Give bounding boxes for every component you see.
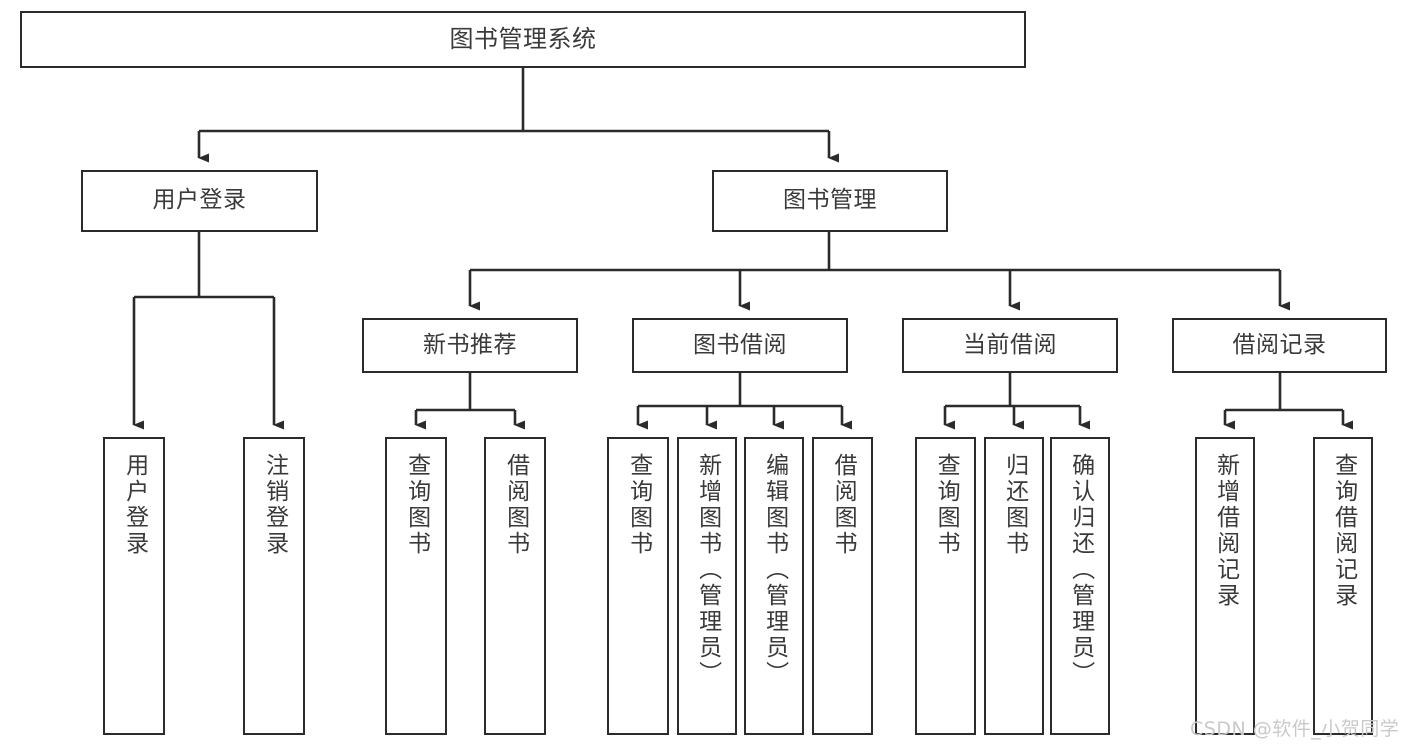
node-leaf-edit-book-label: 编辑图书（管理员） <box>761 453 788 687</box>
node-leaf-query-book-2-label: 查询图书 <box>625 453 652 557</box>
node-leaf-confirm-return-label: 确认归还（管理员） <box>1067 453 1094 687</box>
node-leaf-add-record-label: 新增借阅记录 <box>1212 453 1239 609</box>
node-leaf-user-login[interactable]: 用户登录 <box>103 437 165 735</box>
node-borrow-record-label: 借阅记录 <box>1232 331 1327 358</box>
node-leaf-query-book-1-label: 查询图书 <box>403 453 430 557</box>
node-leaf-query-book-2[interactable]: 查询图书 <box>607 437 669 735</box>
node-leaf-logout[interactable]: 注销登录 <box>243 437 305 735</box>
node-leaf-query-book-1[interactable]: 查询图书 <box>385 437 447 735</box>
node-user-login[interactable]: 用户登录 <box>81 170 318 232</box>
node-leaf-return-book[interactable]: 归还图书 <box>984 437 1044 735</box>
node-new-book-recommend-label: 新书推荐 <box>423 331 517 358</box>
node-leaf-query-book-3-label: 查询图书 <box>933 453 960 557</box>
node-leaf-add-record[interactable]: 新增借阅记录 <box>1195 437 1255 735</box>
node-book-manage[interactable]: 图书管理 <box>712 170 948 232</box>
node-borrow-record[interactable]: 借阅记录 <box>1172 318 1387 373</box>
node-leaf-borrow-book-1[interactable]: 借阅图书 <box>484 437 546 735</box>
node-leaf-query-book-3[interactable]: 查询图书 <box>915 437 976 735</box>
csdn-watermark: CSDN @软件_小贺同学 <box>1190 718 1400 740</box>
node-root-label: 图书管理系统 <box>449 25 597 54</box>
node-leaf-logout-label: 注销登录 <box>261 453 288 557</box>
node-current-borrow-label: 当前借阅 <box>963 331 1057 358</box>
node-book-borrow[interactable]: 图书借阅 <box>632 318 848 373</box>
node-root[interactable]: 图书管理系统 <box>20 11 1026 68</box>
node-user-login-label: 用户登录 <box>152 187 247 214</box>
node-leaf-edit-book[interactable]: 编辑图书（管理员） <box>744 437 804 735</box>
node-leaf-user-login-label: 用户登录 <box>121 453 148 557</box>
node-leaf-borrow-book-2[interactable]: 借阅图书 <box>812 437 873 735</box>
node-leaf-add-book-label: 新增图书（管理员） <box>694 453 721 687</box>
node-leaf-query-record-label: 查询借阅记录 <box>1330 453 1357 609</box>
node-leaf-confirm-return[interactable]: 确认归还（管理员） <box>1050 437 1110 735</box>
node-leaf-borrow-book-2-label: 借阅图书 <box>830 453 857 557</box>
node-book-manage-label: 图书管理 <box>783 187 877 214</box>
node-leaf-return-book-label: 归还图书 <box>1001 453 1028 557</box>
node-new-book-recommend[interactable]: 新书推荐 <box>362 318 578 373</box>
node-current-borrow[interactable]: 当前借阅 <box>902 318 1118 373</box>
node-leaf-borrow-book-1-label: 借阅图书 <box>502 453 529 557</box>
node-leaf-query-record[interactable]: 查询借阅记录 <box>1313 437 1373 735</box>
node-book-borrow-label: 图书借阅 <box>693 331 787 358</box>
node-leaf-add-book[interactable]: 新增图书（管理员） <box>677 437 737 735</box>
